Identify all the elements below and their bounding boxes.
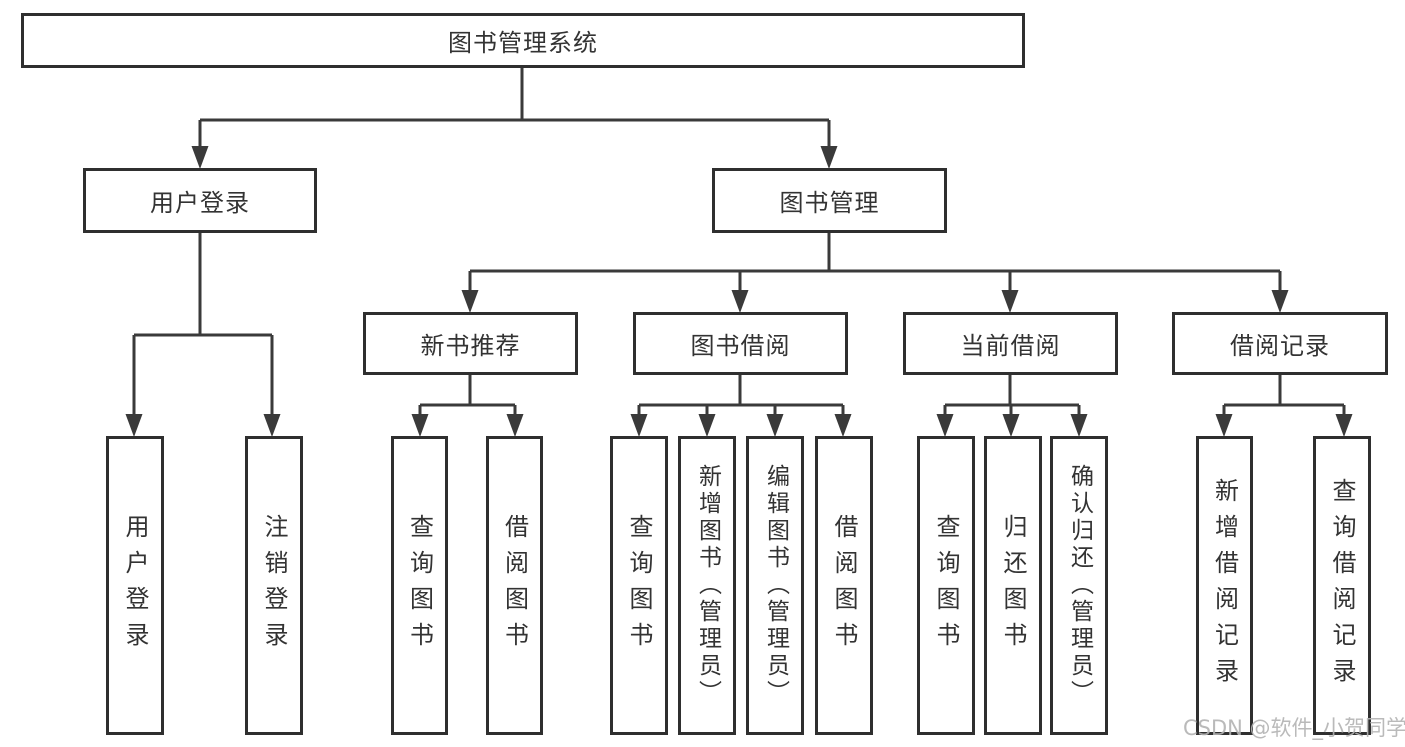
node-label: 当前借阅 <box>960 332 1061 360</box>
node-label: 编辑图书（管理员） <box>762 464 789 707</box>
node-label: 用户登录 <box>150 189 250 217</box>
node-library-management-system: 图书管理系统 <box>21 13 1025 68</box>
node-label: 借阅图书 <box>500 513 529 658</box>
node-borrowing-records: 借阅记录 <box>1172 312 1388 375</box>
node-current-borrowing: 当前借阅 <box>903 312 1118 375</box>
leaf-borrow-books-recommend: 借阅图书 <box>486 436 543 735</box>
leaf-confirm-return-admin: 确认归还（管理员） <box>1050 436 1108 735</box>
node-book-management: 图书管理 <box>712 168 947 233</box>
node-label: 查询借阅记录 <box>1328 477 1356 694</box>
node-label: 查询图书 <box>625 513 653 658</box>
node-label: 图书借阅 <box>690 332 791 360</box>
node-label: 借阅图书 <box>830 513 858 658</box>
leaf-query-books-current: 查询图书 <box>917 436 975 735</box>
node-label: 用户登录 <box>121 513 149 658</box>
node-label: 确认归还（管理员） <box>1066 464 1093 707</box>
node-label: 归还图书 <box>999 513 1027 658</box>
node-label: 查询图书 <box>405 513 434 658</box>
node-label: 图书管理系统 <box>448 29 598 57</box>
node-label: 注销登录 <box>260 513 288 658</box>
node-new-book-recommendation: 新书推荐 <box>363 312 578 375</box>
node-label: 新书推荐 <box>420 332 521 360</box>
node-label: 借阅记录 <box>1230 332 1330 360</box>
leaf-query-books-recommend: 查询图书 <box>391 436 448 735</box>
node-label: 新增图书（管理员） <box>694 464 721 707</box>
leaf-logout: 注销登录 <box>245 436 303 735</box>
node-user-login: 用户登录 <box>83 168 317 233</box>
node-label: 图书管理 <box>779 189 880 217</box>
leaf-query-books-borrowing: 查询图书 <box>610 436 668 735</box>
leaf-user-login: 用户登录 <box>106 436 164 735</box>
node-label: 查询图书 <box>932 513 960 658</box>
node-book-borrowing: 图书借阅 <box>633 312 848 375</box>
leaf-query-borrow-record: 查询借阅记录 <box>1313 436 1371 735</box>
csdn-watermark: CSDN @软件_小贺同学 <box>1183 716 1405 740</box>
leaf-borrow-books-borrowing: 借阅图书 <box>815 436 873 735</box>
leaf-add-book-admin: 新增图书（管理员） <box>678 436 736 735</box>
leaf-edit-book-admin: 编辑图书（管理员） <box>746 436 804 735</box>
leaf-add-borrow-record: 新增借阅记录 <box>1196 436 1253 735</box>
leaf-return-books: 归还图书 <box>984 436 1042 735</box>
node-label: 新增借阅记录 <box>1210 477 1239 694</box>
